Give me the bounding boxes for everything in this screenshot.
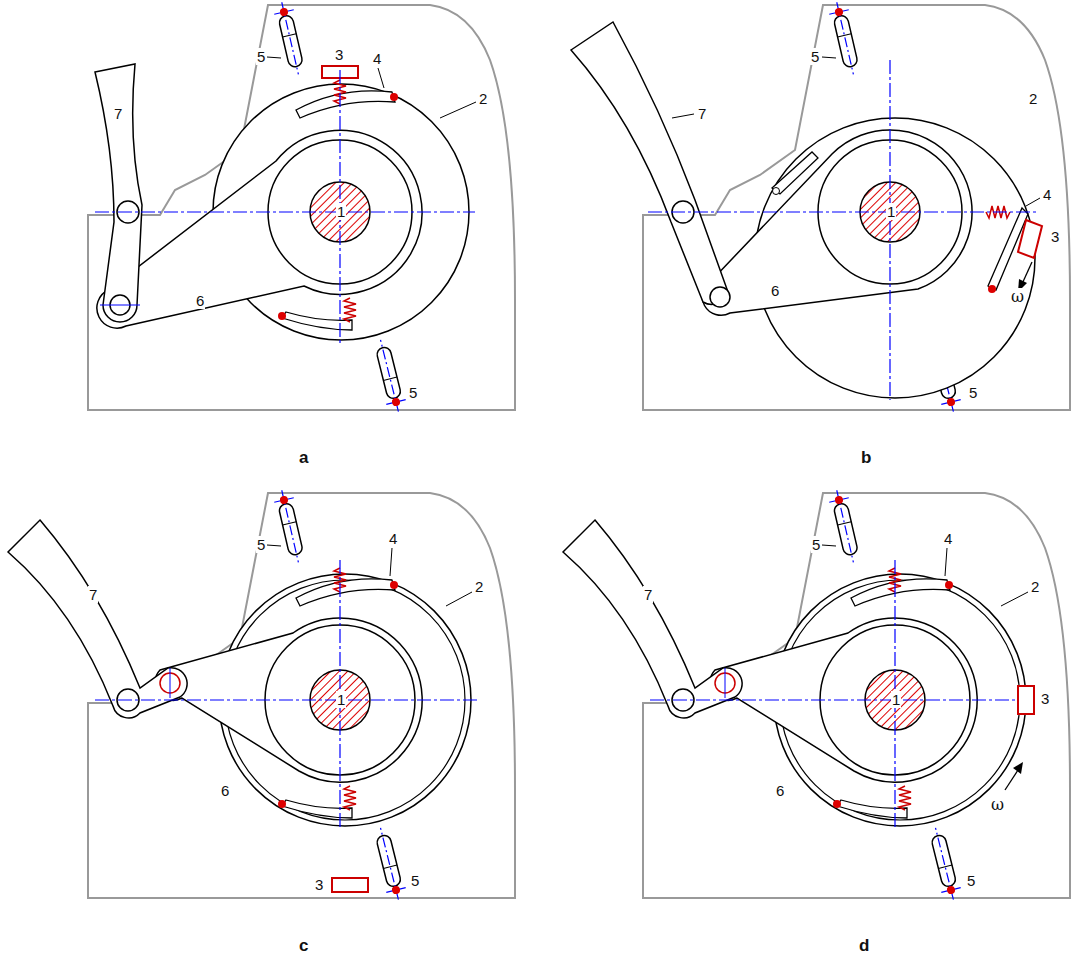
callout-number: 5	[968, 384, 978, 401]
callout-number: 5	[256, 48, 266, 65]
panel-letter: c	[298, 936, 309, 955]
panel-b	[571, 0, 1070, 414]
callout-number: 1	[336, 203, 346, 220]
callout-number: 7	[113, 105, 123, 122]
callout-number: 7	[697, 105, 707, 122]
callout-number: 4	[372, 50, 382, 67]
rotation-symbol: ω	[1010, 288, 1025, 305]
callout-number: 3	[1050, 228, 1060, 245]
panel-c	[8, 488, 515, 902]
callout-number: 4	[1042, 186, 1052, 203]
callout-number: 6	[220, 782, 230, 799]
callout-number: 7	[88, 586, 98, 603]
callout-number: 6	[775, 782, 785, 799]
callout-number: 5	[811, 536, 821, 553]
callout-number: 3	[334, 46, 344, 63]
callout-number: 7	[643, 586, 653, 603]
callout-number: 4	[388, 530, 398, 547]
callout-number: 5	[810, 48, 820, 65]
callout-number: 1	[891, 691, 901, 708]
panel-letter: d	[858, 936, 870, 955]
callout-number: 1	[886, 203, 896, 220]
panel-letter: a	[298, 448, 309, 467]
callout-number: 5	[256, 536, 266, 553]
panel-a	[88, 0, 515, 414]
panel-letter: b	[860, 448, 872, 467]
callout-number: 1	[336, 691, 346, 708]
rotation-symbol: ω	[990, 796, 1005, 813]
callout-number: 2	[474, 578, 484, 595]
callout-number: 5	[408, 384, 418, 401]
callout-number: 2	[1028, 90, 1038, 107]
callout-number: 5	[410, 872, 420, 889]
callout-number: 6	[195, 292, 205, 309]
callout-number: 4	[943, 530, 953, 547]
callout-number: 2	[478, 90, 488, 107]
callout-number: 5	[966, 872, 976, 889]
callout-number: 3	[314, 876, 324, 893]
callout-number: 6	[770, 282, 780, 299]
callout-number: 2	[1030, 578, 1040, 595]
panel-d	[563, 488, 1070, 902]
callout-number: 3	[1040, 690, 1050, 707]
